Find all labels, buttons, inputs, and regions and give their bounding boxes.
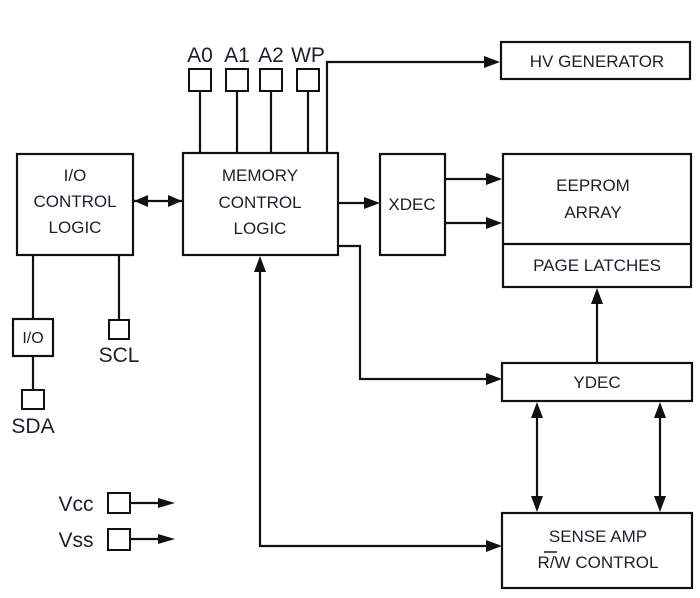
xdec-label: XDEC [388,195,435,214]
pin-a2-label: A2 [258,44,284,67]
arrow-head-right [168,195,182,207]
sense-amp-line-2: R/W CONTROL [538,553,659,572]
page-latches-label: PAGE LATCHES [533,256,661,275]
latches-arrow-head [591,288,603,304]
eeprom-line-2: ARRAY [564,203,621,222]
eeprom-array-block: EEPROM ARRAY PAGE LATCHES [501,152,693,289]
ydec-sense-down-1 [531,496,543,512]
io-control-logic-block: I/O CONTROL LOGIC [15,152,135,257]
pin-a0-label: A0 [187,44,213,67]
io-control-line-2: CONTROL [33,192,116,211]
eeprom-line-1: EEPROM [556,176,630,195]
ydec-sense-down-2 [654,496,666,512]
sense-memory-wire [258,270,488,548]
pin-scl: SCL [99,319,140,367]
io-control-line-1: I/O [64,166,87,185]
vcc-arrow-head [158,498,175,508]
pin-vcc: Vcc [58,492,131,516]
pin-wp: WP [291,44,325,92]
xdec-arrow-head [364,197,380,209]
pin-sda-label: SDA [11,415,54,438]
ydec-arrow-head [486,373,502,385]
pin-a2: A2 [258,44,284,92]
pin-wp-label: WP [291,44,325,67]
memory-control-logic-block: MEMORY CONTROL LOGIC [181,151,340,257]
hv-arrow-head [484,56,500,68]
ydec-block: YDEC [500,361,694,403]
memory-to-ydec-wire [339,244,488,381]
vss-arrow-head [158,534,175,544]
memory-control-line-1: MEMORY [222,166,298,185]
pin-a1: A1 [224,44,250,92]
xdec-block: XDEC [378,152,447,257]
pin-sda: SDA [11,389,55,438]
pin-vcc-label: Vcc [58,493,93,516]
hv-generator-block: HV GENERATOR [499,40,692,81]
io-control-line-3: LOGIC [49,218,102,237]
memory-control-line-3: LOGIC [234,219,287,238]
pin-vss: Vss [58,528,131,552]
hv-generator-label: HV GENERATOR [530,52,664,71]
ydec-label: YDEC [573,373,620,392]
memory-to-hv-wire [325,60,486,153]
pin-vss-label: Vss [58,529,93,552]
sense-arrow-head [486,540,502,552]
arrow-head-left [134,195,148,207]
io-buffer-block: I/O [11,317,55,358]
sense-amp-block: SENSE AMP R/W CONTROL [500,511,694,590]
ydec-sense-up-2 [654,402,666,418]
io-buffer-label: I/O [22,330,43,347]
eeprom-arrow-head-1 [486,173,502,185]
eeprom-arrow-head-2 [486,217,502,229]
pin-a0: A0 [187,44,213,92]
sense-amp-line-1: SENSE AMP [549,527,647,546]
ydec-sense-up-1 [531,402,543,418]
pin-a1-label: A1 [224,44,250,67]
memory-up-arrow-head [254,256,266,272]
memory-control-line-2: CONTROL [218,193,301,212]
pin-scl-label: SCL [99,344,140,367]
